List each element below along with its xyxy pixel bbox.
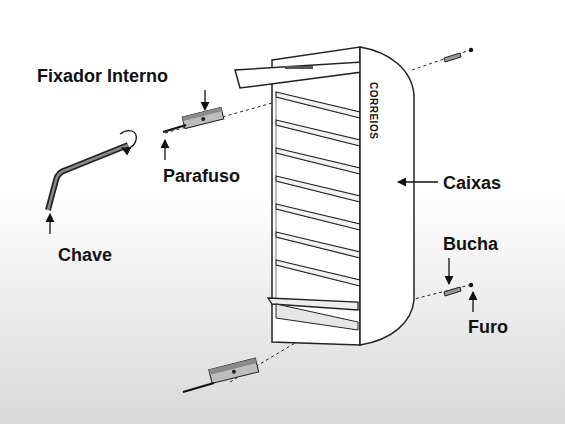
part-label: Bucha xyxy=(443,235,498,253)
part-label: Chave xyxy=(58,246,112,264)
part-label: Fixador Interno xyxy=(37,67,168,85)
part-label: Parafuso xyxy=(163,167,240,185)
part-label: Caixas xyxy=(443,174,501,192)
brand-text: CORREIOS xyxy=(368,82,378,139)
part-label: Furo xyxy=(468,318,508,336)
